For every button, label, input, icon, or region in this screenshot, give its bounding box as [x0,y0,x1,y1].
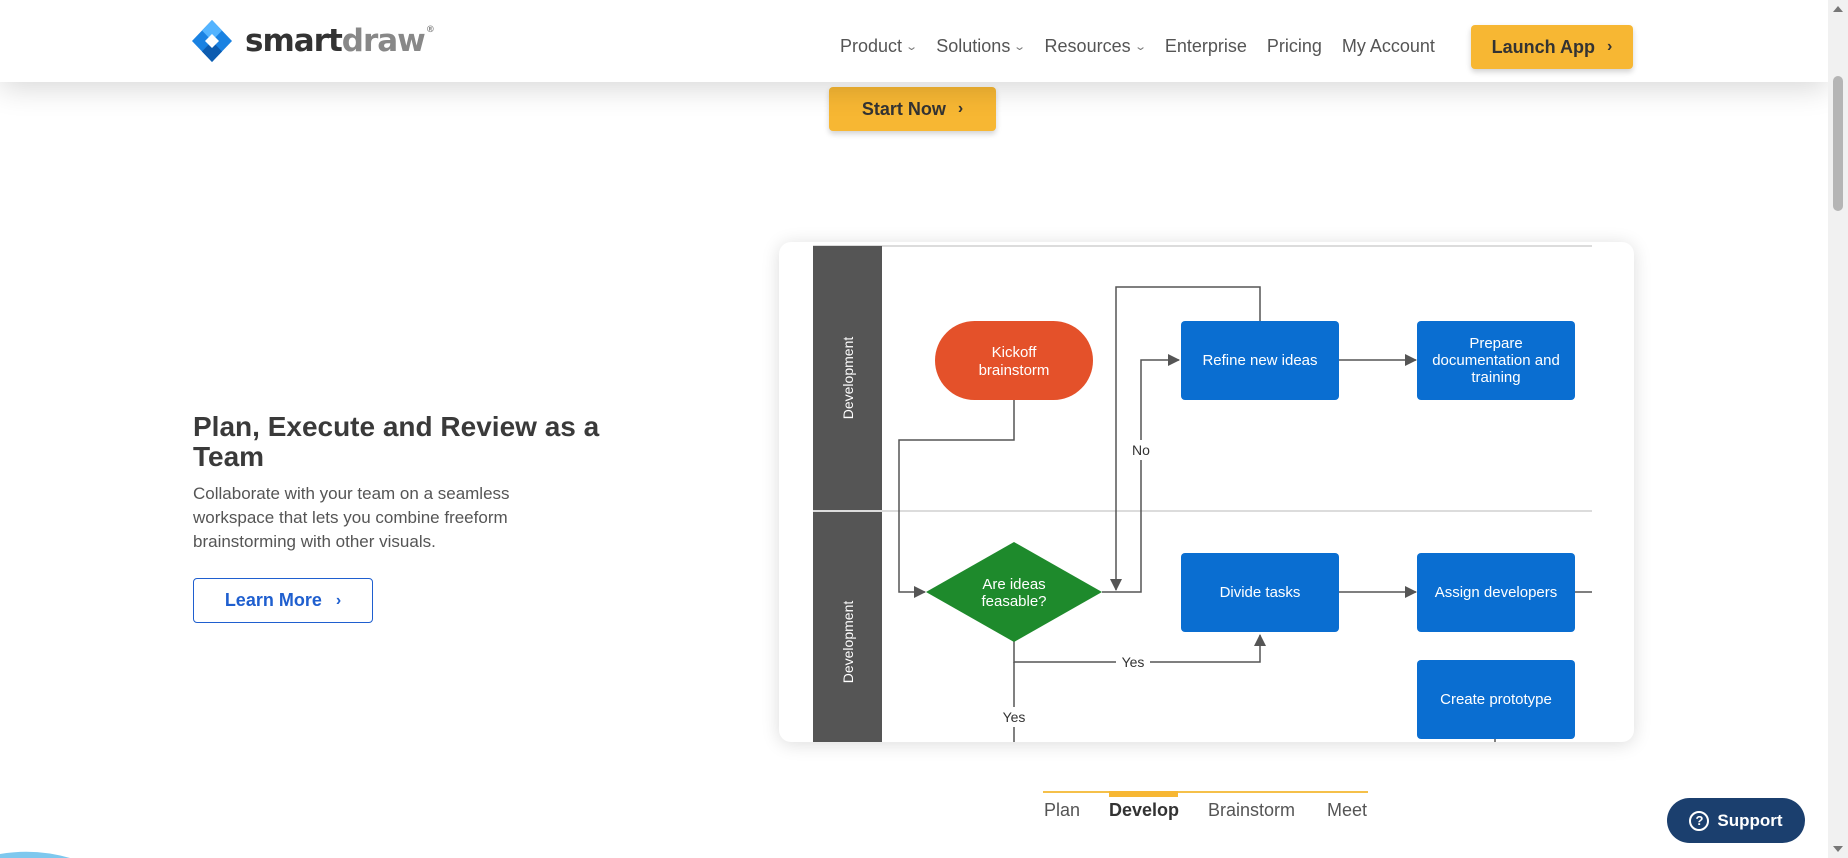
lane-header-1 [813,246,882,510]
tab-brainstorm[interactable]: Brainstorm [1208,800,1296,820]
active-tab-indicator [1109,791,1178,797]
node-prepare-label-2: documentation and [1432,352,1560,369]
nav-pricing[interactable]: Pricing [1266,36,1322,56]
decorative-wave [0,851,70,858]
question-circle-icon: ? [1689,810,1710,831]
node-assign[interactable] [1417,553,1575,632]
nav-my-account[interactable]: My Account [1341,36,1435,56]
feature-headline: Plan, Execute and Review as a Team [193,411,600,472]
smartdraw-logo[interactable]: smartdraw® [192,20,435,62]
nav-enterprise[interactable]: Enterprise [1164,36,1247,56]
node-kickoff[interactable] [935,321,1093,400]
chevron-down-icon: ⌄ [1013,41,1027,53]
nav-product[interactable]: Product⌄ [840,36,919,56]
start-now-button[interactable]: Start Now› [829,87,996,131]
node-kickoff-label-2: brainstorm [979,362,1050,379]
logo-wordmark: smartdraw® [245,22,435,59]
nav-solutions[interactable]: Solutions⌄ [936,36,1027,56]
chevron-down-icon: ⌄ [1133,41,1147,53]
node-prepare[interactable] [1417,321,1575,400]
page-scrollbar[interactable] [1828,0,1848,858]
edge-kickoff-decision [898,400,1015,598]
chevron-right-icon: › [957,100,964,117]
edge-label-no-bg [1128,440,1154,460]
node-refine[interactable] [1181,321,1339,400]
tab-develop[interactable]: Develop [1109,800,1180,820]
node-refine-label: Refine new ideas [1202,352,1317,369]
chevron-right-icon: › [335,591,342,609]
edge-label-yes-right-bg [1116,652,1150,672]
node-decision[interactable] [926,542,1102,642]
chevron-down-icon: ⌄ [905,41,919,53]
node-divide[interactable] [1181,553,1339,632]
edge-label-yes-down-bg [997,707,1031,727]
node-assign-label: Assign developers [1435,584,1558,601]
scroll-down-arrow-icon[interactable] [1833,846,1843,852]
lane-label-2: Development [840,601,856,684]
support-button[interactable]: ? Support [1667,798,1805,843]
node-divide-label: Divide tasks [1220,584,1301,601]
node-prototype[interactable] [1417,660,1575,739]
edge-refine-loop [1110,286,1261,591]
lane-label-1: Development [840,337,856,420]
node-decision-label-2: feasable? [981,593,1046,610]
learn-more-button[interactable]: Learn More› [193,578,373,623]
launch-app-button[interactable]: Launch App› [1471,25,1633,69]
scrollbar-thumb[interactable] [1833,76,1843,211]
lane-header-2 [813,512,882,742]
edge-decision-refine [1102,354,1180,593]
tab-plan[interactable]: Plan [1044,800,1081,820]
feature-description: Collaborate with your team on a seamless… [193,484,510,551]
tab-meet[interactable]: Meet [1327,800,1368,820]
node-prepare-label-1: Prepare [1469,335,1522,352]
logo-diamond-icon [192,20,232,62]
node-prepare-label-3: training [1471,369,1520,386]
diagram-tabs: Plan Develop Brainstorm Meet [1043,791,1368,831]
edge-label-no: No [1132,442,1150,458]
edge-label-yes-down: Yes [1003,709,1026,725]
node-kickoff-label-1: Kickoff [992,344,1038,361]
main-nav: Product⌄ Solutions⌄ Resources⌄ Enterpris… [840,36,1455,57]
edge-label-yes-right: Yes [1122,654,1145,670]
node-decision-label-1: Are ideas [982,576,1045,593]
chevron-right-icon: › [1607,38,1613,55]
site-header: smartdraw® Product⌄ Solutions⌄ Resources… [0,0,1828,82]
nav-resources[interactable]: Resources⌄ [1044,36,1147,56]
diagram-preview[interactable]: Development Development No Yes Yes Kicko… [779,242,1634,742]
node-prototype-label: Create prototype [1440,691,1552,708]
scroll-up-arrow-icon[interactable] [1833,6,1843,12]
